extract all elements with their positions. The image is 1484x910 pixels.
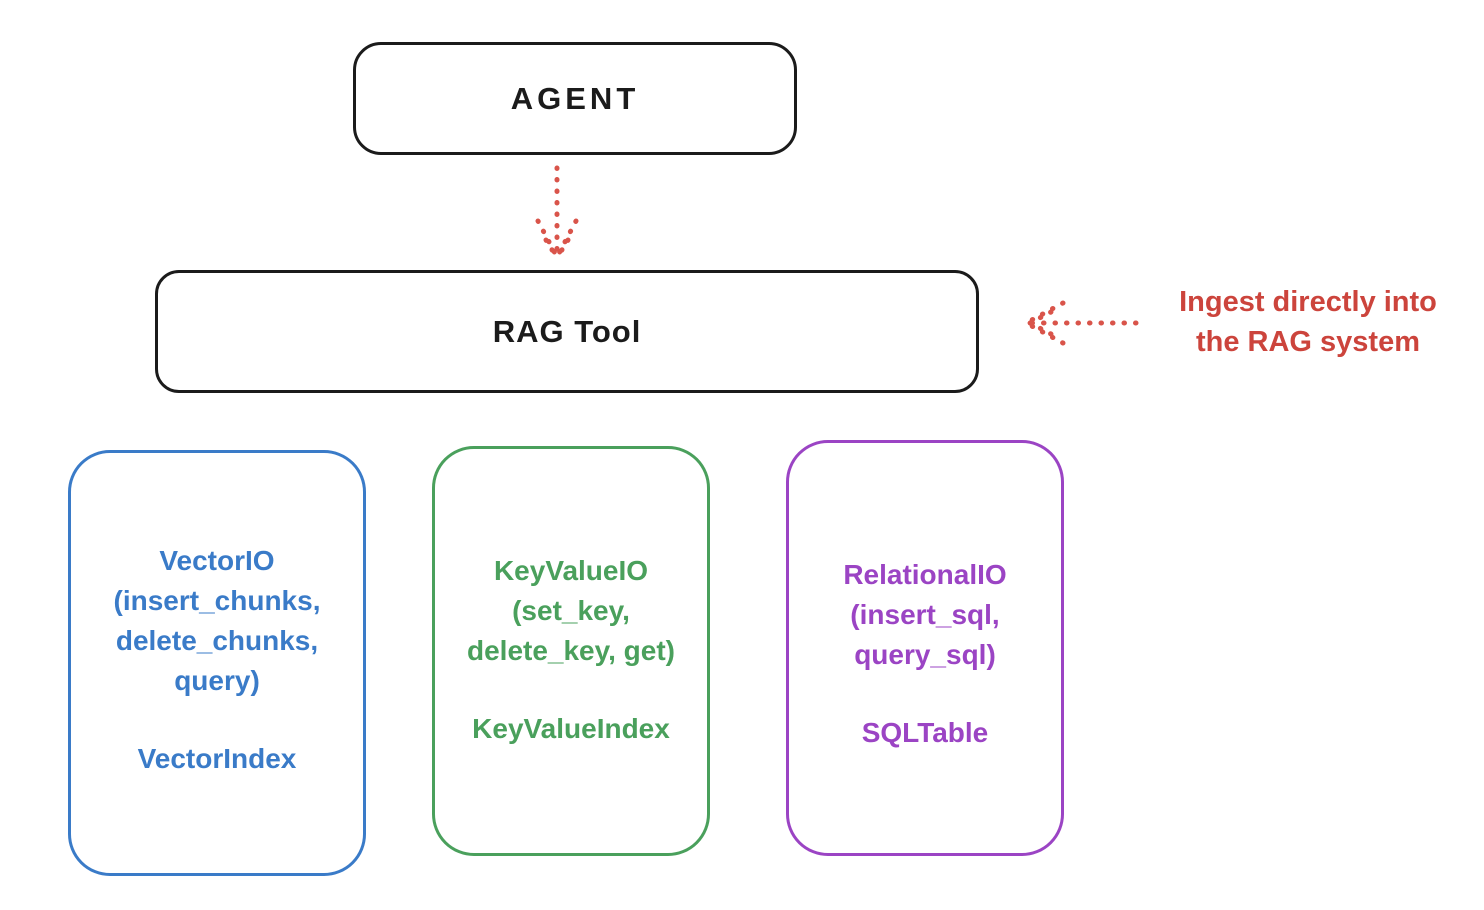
card-line: query_sql) [854,639,996,670]
agent-node-label: AGENT [510,80,640,116]
arrow-left-icon [1025,300,1139,346]
card-line: VectorIO [159,545,275,576]
card-line: query) [174,665,260,696]
card-index-label: KeyValueIndex [472,713,670,744]
rag-tool-node-label: RAG Tool [492,313,642,349]
ingest-annotation-line2: the RAG system [1195,326,1420,358]
card-line: (insert_chunks, [113,585,321,616]
card-index-label: SQLTable [861,717,989,748]
card-line: (set_key, [512,595,630,626]
arrow-down-icon [535,165,579,261]
card-line: RelationalIO [843,559,1007,590]
rag-tool-node: RAG Tool [155,270,979,393]
ingest-annotation: Ingest directly into the RAG system [1140,282,1476,362]
card-index-label: VectorIndex [137,743,297,774]
ingest-annotation-line1: Ingest directly into [1179,286,1437,318]
keyvalue-io-card: KeyValueIO (set_key, delete_key, get) Ke… [432,446,710,856]
card-line: delete_key, get) [466,635,676,666]
vector-io-card: VectorIO (insert_chunks, delete_chunks, … [68,450,366,876]
relational-io-card: RelationalIO (insert_sql, query_sql) SQL… [786,440,1064,856]
card-line: delete_chunks, [115,625,319,656]
agent-node: AGENT [353,42,797,155]
card-line: KeyValueIO [493,555,649,586]
card-line: (insert_sql, [850,599,1000,630]
